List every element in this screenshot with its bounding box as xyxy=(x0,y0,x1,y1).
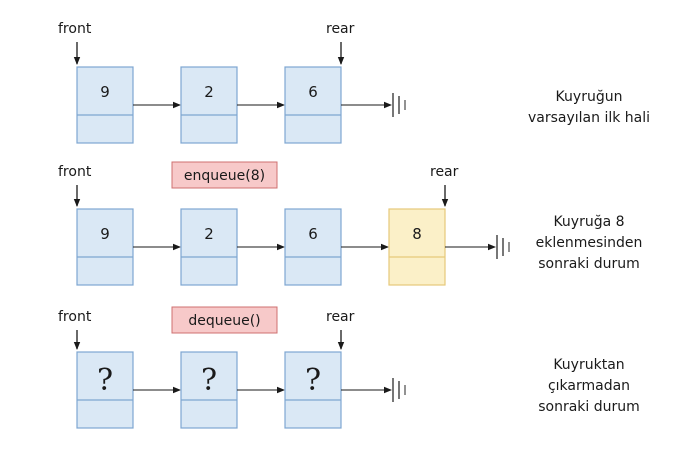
caption-line: Kuyruğun xyxy=(556,89,623,105)
queue-row-after-enqueue: front rear enqueue(8) 9 2 6 8 Kuyruğa 8 eklenmes… xyxy=(58,161,643,286)
null-ground-icon xyxy=(392,378,406,402)
node-value: 2 xyxy=(204,225,214,243)
rear-label: rear xyxy=(430,164,459,180)
operation-label: enqueue(8) xyxy=(184,168,265,184)
queue-node: 6 xyxy=(284,66,342,144)
caption-line: çıkarmadan xyxy=(548,378,630,394)
operation-badge: dequeue() xyxy=(171,306,278,334)
node-box xyxy=(284,66,342,144)
front-label: front xyxy=(58,164,92,180)
row-caption: Kuyruğa 8 eklenmesinden sonraki durum xyxy=(536,214,643,272)
caption-line: Kuyruğa 8 xyxy=(553,214,624,230)
node-box xyxy=(180,351,238,429)
queue-node: ? xyxy=(180,351,238,429)
caption-line: sonraki durum xyxy=(538,399,640,415)
node-box xyxy=(284,208,342,286)
caption-line: sonraki durum xyxy=(538,256,640,272)
operation-badge-box xyxy=(171,161,278,189)
operation-badge: enqueue(8) xyxy=(171,161,278,189)
node-box xyxy=(76,66,134,144)
node-value: ? xyxy=(97,363,113,398)
operation-badge-box xyxy=(171,306,278,334)
node-value: 6 xyxy=(308,225,318,243)
queue-node: 9 xyxy=(76,208,134,286)
node-value: 2 xyxy=(204,83,214,101)
queue-node: 2 xyxy=(180,208,238,286)
rear-label: rear xyxy=(326,21,355,37)
front-label: front xyxy=(58,309,92,325)
queue-row-initial: front rear 9 2 6 Kuyruğun varsayılan ilk hali xyxy=(58,21,650,144)
rear-label: rear xyxy=(326,309,355,325)
queue-row-after-dequeue: front rear dequeue()??? Kuyruktan çıkarmadan… xyxy=(58,306,640,429)
null-ground-icon xyxy=(392,93,406,117)
queue-node: 8 xyxy=(388,208,446,286)
null-ground-icon xyxy=(496,235,510,259)
operation-label: dequeue() xyxy=(188,313,260,329)
node-value: 8 xyxy=(412,225,422,243)
front-label: front xyxy=(58,21,92,37)
node-box xyxy=(388,208,446,286)
queue-node: 9 xyxy=(76,66,134,144)
queue-node: ? xyxy=(284,351,342,429)
caption-line: Kuyruktan xyxy=(553,357,624,373)
node-box xyxy=(284,351,342,429)
caption-line: varsayılan ilk hali xyxy=(528,110,650,126)
caption-line: eklenmesinden xyxy=(536,235,643,251)
queue-node: ? xyxy=(76,351,134,429)
queue-node: 6 xyxy=(284,208,342,286)
row-caption: Kuyruğun varsayılan ilk hali xyxy=(528,89,650,126)
node-value: 9 xyxy=(100,225,110,243)
node-box xyxy=(76,208,134,286)
node-value: 9 xyxy=(100,83,110,101)
node-value: ? xyxy=(201,363,217,398)
node-box xyxy=(76,351,134,429)
node-value: ? xyxy=(305,363,321,398)
row-caption: Kuyruktan çıkarmadan sonraki durum xyxy=(538,357,640,415)
node-box xyxy=(180,66,238,144)
node-box xyxy=(180,208,238,286)
node-value: 6 xyxy=(308,83,318,101)
queue-node: 2 xyxy=(180,66,238,144)
